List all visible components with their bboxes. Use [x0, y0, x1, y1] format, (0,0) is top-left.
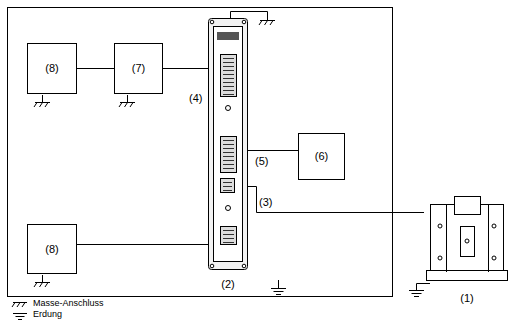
cable — [77, 244, 208, 245]
pin-row — [223, 186, 232, 187]
pin-row — [223, 74, 234, 75]
bolt — [438, 224, 442, 228]
pin-row — [223, 160, 234, 161]
cable-number: (5) — [254, 155, 269, 168]
device-box: (7) — [114, 43, 163, 94]
mount-hole — [242, 264, 246, 268]
indicator — [226, 206, 231, 211]
frame-ground-symbol — [119, 95, 135, 107]
frame-ground-symbol — [34, 95, 50, 107]
mount-hole — [242, 20, 246, 24]
mount-hole — [210, 264, 214, 268]
pin-row — [223, 94, 234, 95]
cable — [248, 187, 424, 213]
part-number: (1) — [460, 292, 473, 305]
legend-text: Erdung — [33, 309, 62, 320]
earth-symbol — [409, 284, 430, 297]
bolt — [465, 239, 469, 243]
drive-housing — [209, 19, 248, 270]
frame-ground-symbol — [34, 275, 50, 287]
connector-socket — [221, 55, 237, 97]
cabinet-outline — [8, 8, 393, 297]
pin-row — [223, 230, 234, 231]
callout-number: (8) — [45, 62, 58, 75]
connector-socket — [221, 137, 237, 173]
motor-shaft — [461, 227, 475, 257]
pin-row — [223, 62, 234, 63]
drive-front — [214, 27, 243, 262]
callout-number: (7) — [132, 62, 145, 75]
pin-row — [223, 78, 234, 79]
pin-row — [223, 140, 234, 141]
pin-row — [223, 152, 234, 153]
pin-row — [223, 70, 234, 71]
pin-row — [223, 190, 232, 191]
indicator — [226, 106, 231, 111]
mount-hole — [210, 20, 214, 24]
motor-illustration — [424, 196, 510, 284]
servo-drive: (2) — [208, 18, 248, 270]
pin-row — [223, 182, 232, 183]
frame-ground-symbol — [12, 303, 27, 308]
display — [217, 32, 239, 40]
device-box: (8) — [27, 224, 77, 274]
device-box: (8) — [27, 43, 77, 94]
pin-row — [223, 86, 234, 87]
motor-flange — [427, 271, 508, 281]
cable — [248, 150, 298, 151]
connector-socket — [221, 227, 237, 245]
callout-number: (8) — [45, 243, 58, 256]
cable — [163, 68, 208, 69]
pin-row — [223, 168, 234, 169]
pin-row — [223, 82, 234, 83]
pin-row — [223, 66, 234, 67]
cable — [77, 68, 114, 69]
pin-row — [223, 238, 234, 239]
pin-row — [223, 144, 234, 145]
callout-number: (6) — [315, 150, 328, 163]
pin-row — [223, 58, 234, 59]
pin-row — [223, 242, 234, 243]
pin-row — [223, 90, 234, 91]
pin-row — [223, 164, 234, 165]
pin-row — [223, 234, 234, 235]
bolt — [492, 256, 496, 260]
pin-row — [223, 156, 234, 157]
earth-symbol — [13, 314, 27, 320]
body-edge — [446, 205, 447, 272]
legend-text: Masse-Anschluss — [33, 298, 104, 309]
bolt — [492, 224, 496, 228]
cable-number: (4) — [188, 92, 203, 105]
connector-socket — [221, 179, 235, 193]
drive-illustration — [208, 18, 248, 270]
motor-connector — [455, 197, 481, 215]
earth-symbol — [271, 280, 286, 295]
body-edge — [488, 205, 489, 272]
bolt — [438, 256, 442, 260]
cable-number: (3) — [258, 196, 273, 209]
servo-motor: (1) — [424, 196, 510, 284]
device-box: (6) — [298, 133, 345, 180]
part-number: (2) — [221, 278, 234, 291]
pin-row — [223, 148, 234, 149]
